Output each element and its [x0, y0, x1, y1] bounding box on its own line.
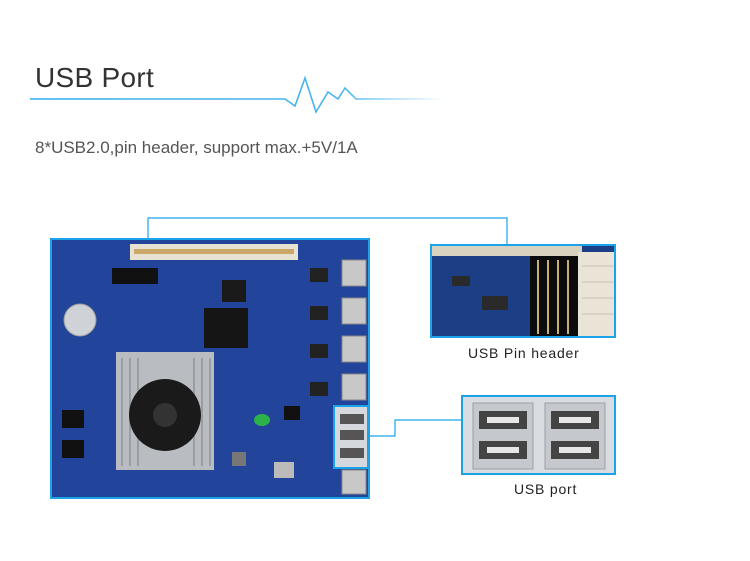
motherboard-image	[50, 238, 370, 499]
title-heartbeat-line	[30, 75, 445, 114]
page-subtitle: 8*USB2.0,pin header, support max.+5V/1A	[35, 138, 358, 157]
usb-port-label: USB port	[514, 481, 578, 497]
usb-pin-header-closeup-image	[430, 244, 616, 338]
usb-port-closeup-image	[461, 395, 616, 475]
usb-pin-header-label: USB Pin header	[468, 345, 580, 361]
page-title: USB Port	[35, 62, 155, 93]
